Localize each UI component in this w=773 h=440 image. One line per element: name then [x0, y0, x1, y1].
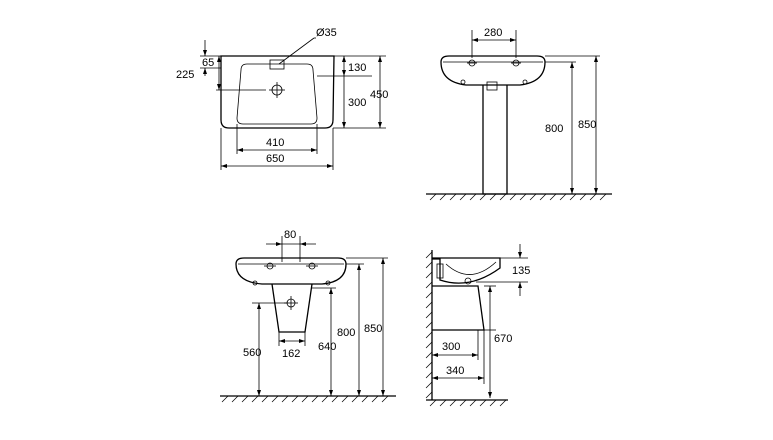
dim-fixing-spacing: 280 [484, 27, 502, 39]
dim-rim-height-outer: 850 [578, 119, 596, 131]
floor-hatch-pedestal [429, 193, 607, 201]
dim-overall-depth: 450 [370, 89, 388, 101]
dim-front-to-tap: 130 [348, 62, 366, 74]
dim-outer-projection: 340 [446, 365, 464, 377]
dim-inner-width: 410 [266, 137, 284, 149]
dim-semi-rim-height-inner: 800 [337, 327, 355, 339]
dim-trap-cover-height: 560 [243, 347, 261, 359]
dim-hole-diameter: Ø35 [316, 27, 337, 39]
dim-trap-cover-width: 162 [282, 348, 300, 360]
dim-trap-outlet-height: 640 [318, 341, 336, 353]
floor-hatch-semi-front [221, 395, 389, 403]
dim-semi-rim-height-outer: 850 [364, 323, 382, 335]
dim-waste-spacing: 80 [284, 229, 296, 241]
semi-pedestal-side-view: 135 670 300 340 [425, 244, 530, 407]
dim-side-trap-cover-height: 670 [494, 333, 512, 345]
pedestal-front-view: 280 800 850 [426, 27, 612, 201]
dim-rim-height-inner: 800 [545, 123, 563, 135]
basin-top-view: Ø35 65 225 130 300 450 [176, 27, 388, 170]
dim-tap-offset-large: 225 [176, 69, 194, 81]
dim-tap-offset-small: 65 [202, 57, 214, 69]
wall-hatch [425, 251, 433, 399]
dim-basin-inner-depth: 300 [348, 97, 366, 109]
dim-inner-projection: 300 [442, 341, 460, 353]
floor-hatch-side [429, 399, 507, 407]
dim-overall-width: 650 [266, 153, 284, 165]
semi-pedestal-front-view: 80 560 162 640 800 850 [220, 229, 396, 403]
dim-bowl-depth: 135 [512, 265, 530, 277]
